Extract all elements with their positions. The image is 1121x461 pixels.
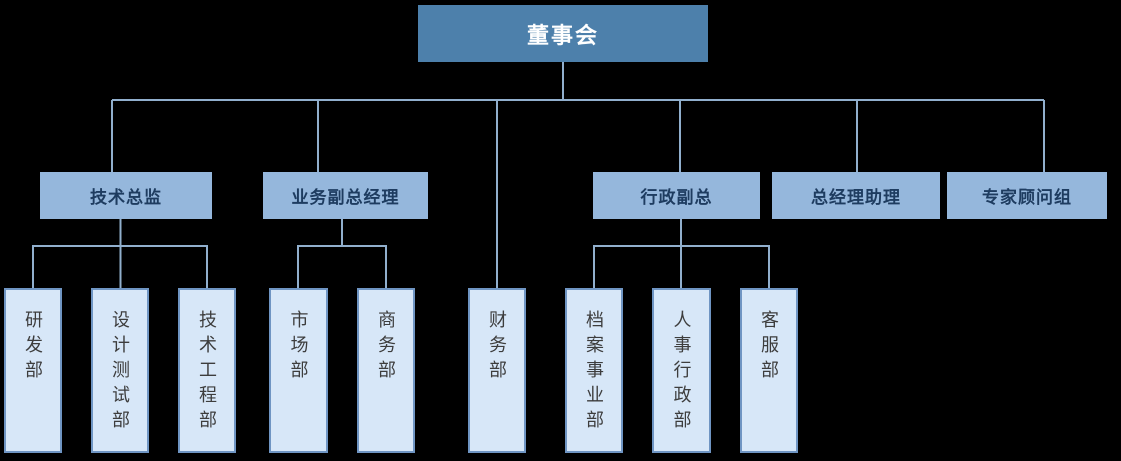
org-node-label: 设计测试部	[110, 310, 130, 435]
org-node-label: 技术总监	[90, 188, 162, 207]
org-node-label: 财务部	[487, 310, 507, 385]
org-node-dept-design-testing: 设计测试部	[91, 288, 149, 453]
org-node-dept-customer-service: 客服部	[740, 288, 798, 453]
org-node-label: 行政副总	[640, 188, 713, 207]
org-node-label: 市场部	[288, 310, 309, 385]
org-node-dept-technical-engineering: 技术工程部	[178, 288, 236, 453]
org-node-label: 技术工程部	[197, 310, 217, 435]
org-node-dept-marketing: 市场部	[269, 288, 328, 453]
org-node-label: 商务部	[376, 310, 396, 385]
org-node-label: 业务副总经理	[291, 188, 400, 207]
org-node-expert-advisory-group: 专家顾问组	[947, 172, 1107, 219]
org-node-dept-commerce: 商务部	[357, 288, 415, 453]
org-node-board: 董事会	[418, 5, 708, 62]
org-node-label: 总经理助理	[811, 188, 901, 207]
org-node-label: 专家顾问组	[982, 188, 1072, 207]
org-node-label: 研发部	[23, 310, 43, 385]
org-node-board-label: 董事会	[526, 22, 599, 48]
org-node-dept-hr-admin: 人事行政部	[652, 288, 711, 453]
org-node-business-deputy-gm: 业务副总经理	[263, 172, 428, 219]
org-node-dept-archives-division: 档案事业部	[565, 288, 623, 453]
org-node-dept-rnd: 研发部	[4, 288, 62, 453]
org-node-admin-deputy: 行政副总	[593, 172, 760, 219]
org-node-label: 客服部	[759, 310, 779, 385]
org-node-label: 人事行政部	[671, 310, 692, 435]
org-node-dept-finance: 财务部	[468, 288, 526, 453]
org-node-technical-director: 技术总监	[40, 172, 212, 219]
org-node-gm-assistant: 总经理助理	[772, 172, 940, 219]
org-node-label: 档案事业部	[584, 310, 604, 435]
